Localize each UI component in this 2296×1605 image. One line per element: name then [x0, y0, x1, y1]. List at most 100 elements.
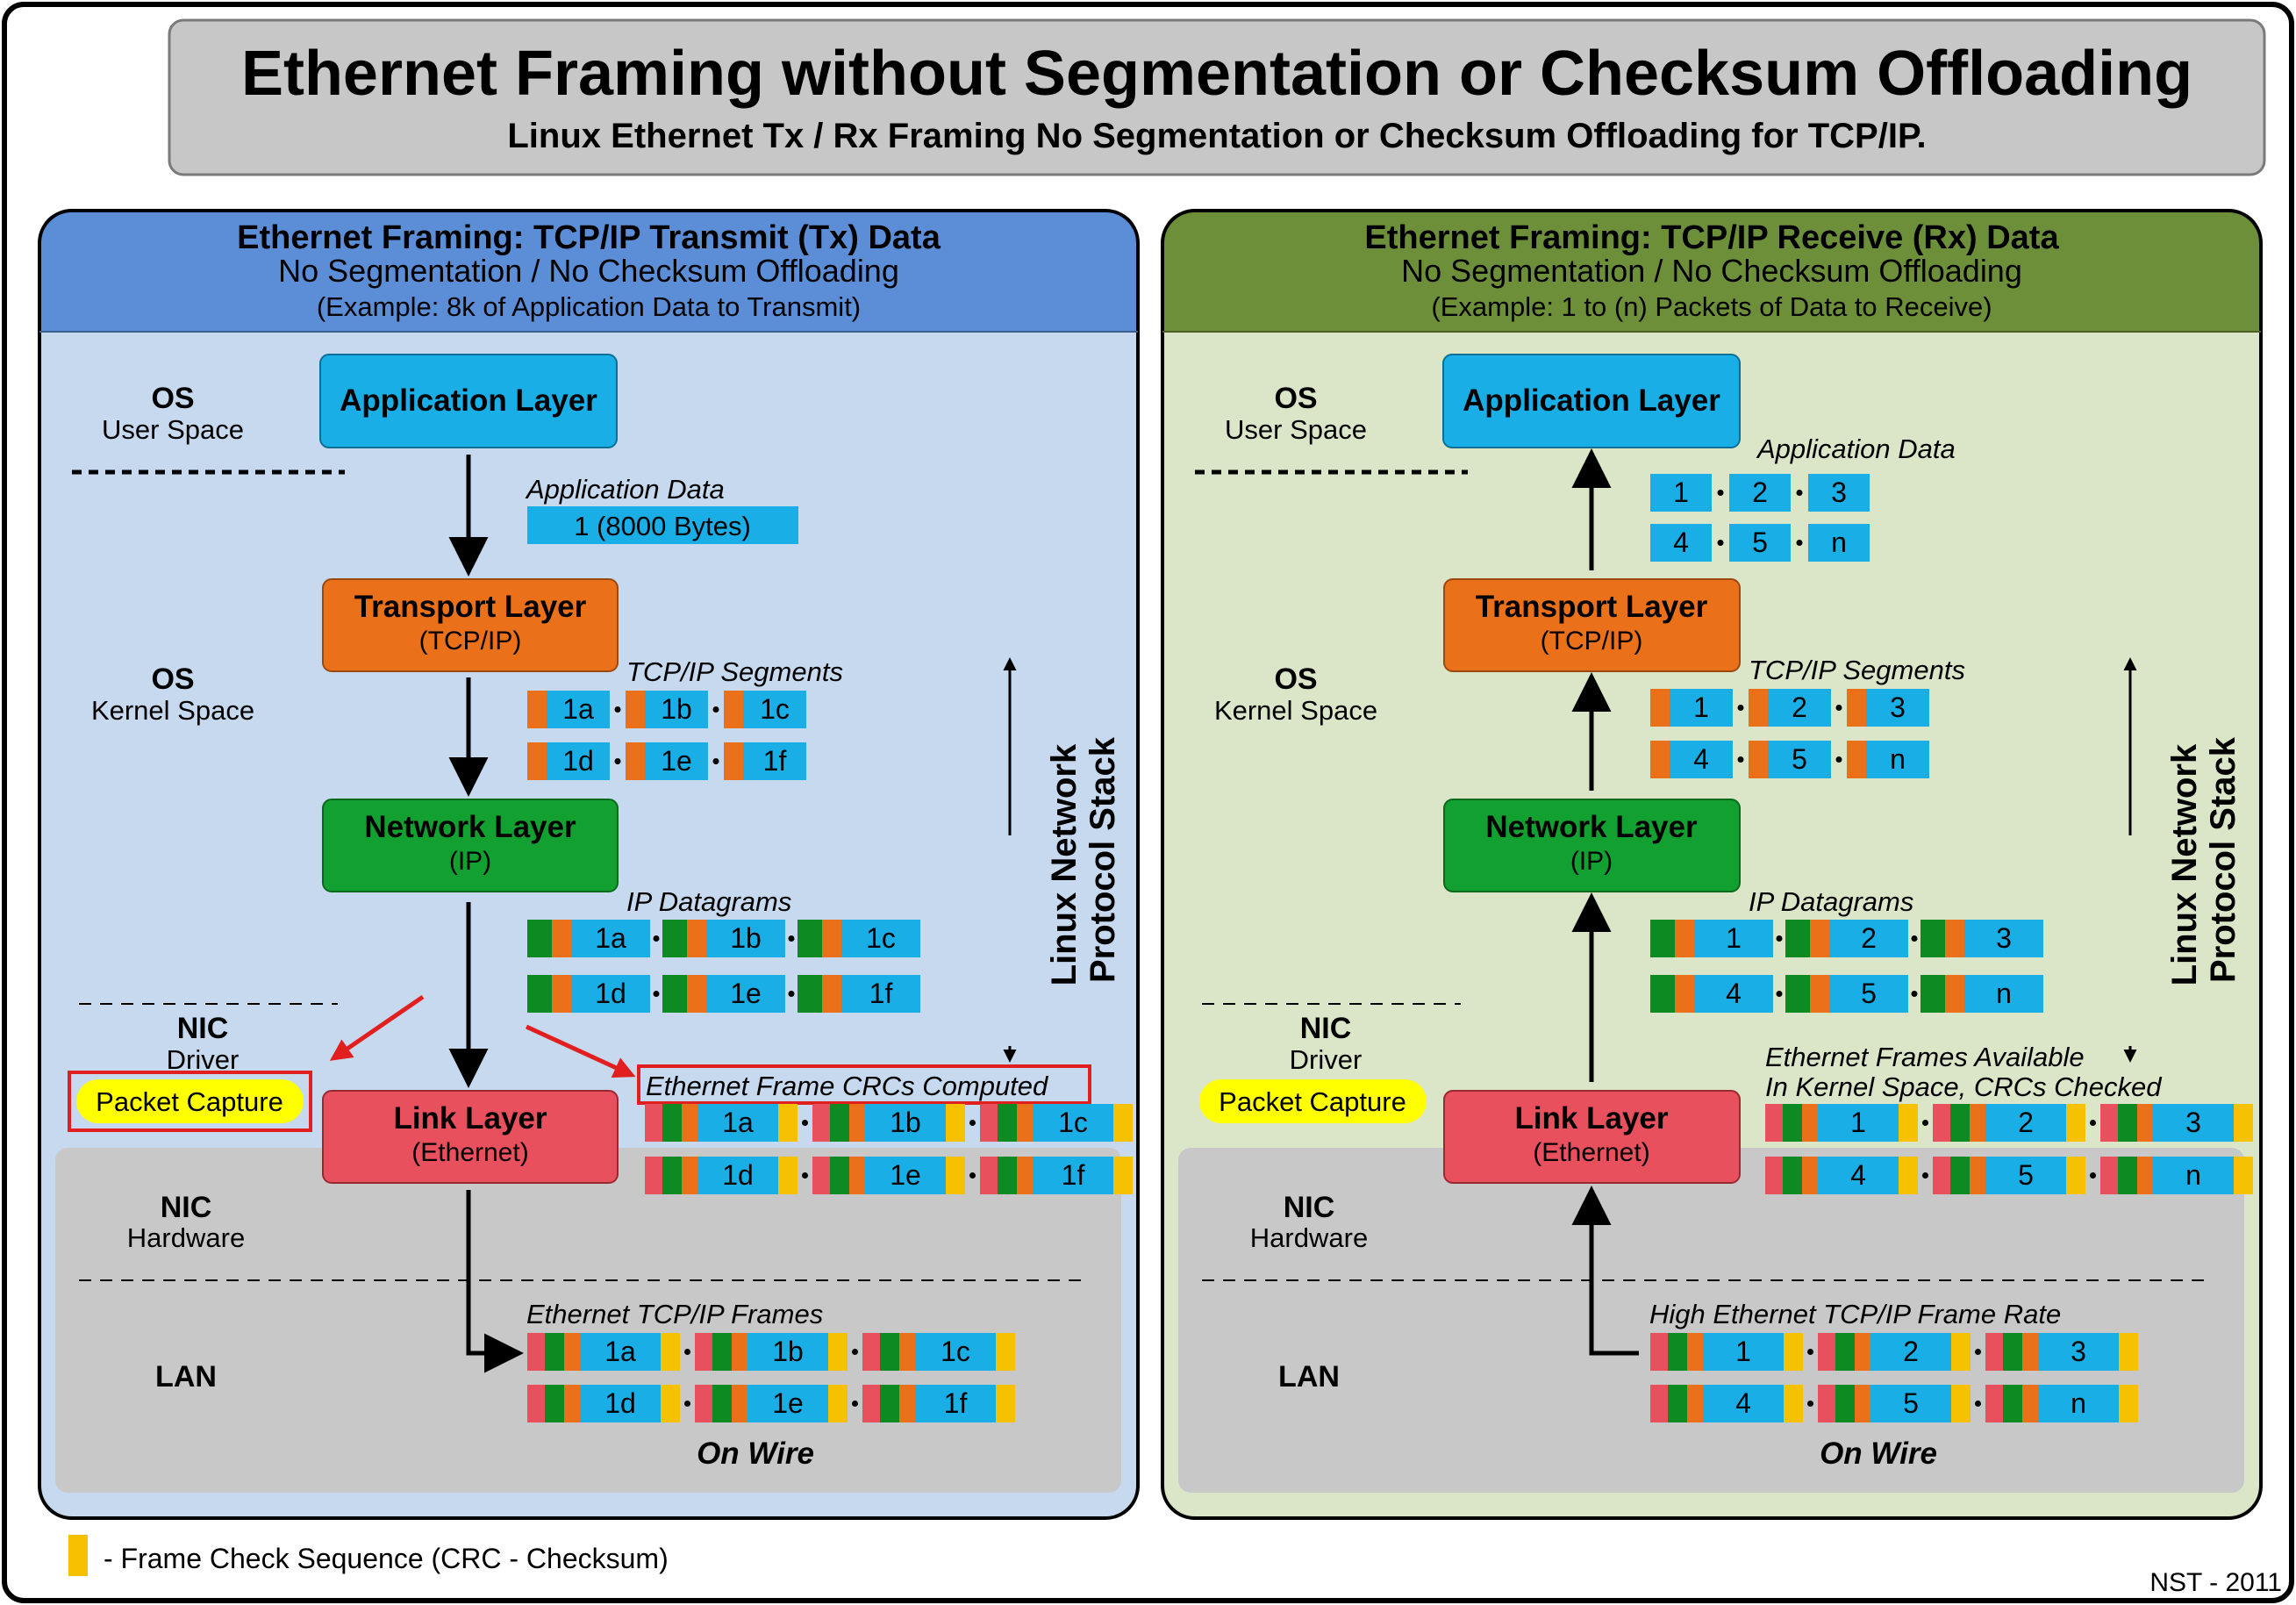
tx-wire-1d-fcs	[661, 1385, 680, 1422]
rx-frame-1-data	[1818, 1104, 1899, 1142]
rx-frame-1: 1	[1765, 1104, 1928, 1142]
rx-zone-nic-hw: NIC	[1284, 1191, 1335, 1224]
tx-arrow-link-wire	[466, 1190, 524, 1373]
tx-app-data-value: 1 (8000 Bytes)	[574, 511, 751, 541]
tx-segment-1f: 1f	[724, 742, 806, 780]
rx-zone-os-user-sub: User Space	[1225, 414, 1367, 445]
rx-datagram-n-network	[1920, 975, 1945, 1013]
rx-segment-5: 5	[1749, 741, 1842, 778]
tx-datagram-1d-network	[527, 975, 552, 1013]
rx-datagram-n-label: n	[1996, 978, 2012, 1009]
rx-header-sub2: (Example: 1 to (n) Packets of Data to Re…	[1431, 291, 1992, 322]
tx-wire-1c-transport	[899, 1333, 915, 1371]
footer-credit: NST - 2011	[2149, 1568, 2282, 1597]
tx-wire-1e-data	[747, 1385, 828, 1422]
rx-frame-2-link	[1933, 1104, 1950, 1142]
rx-dgram-label: IP Datagrams	[1749, 886, 1913, 917]
rx-datagram-1-label: 1	[1726, 922, 1742, 954]
tx-wire-1a-label: 1a	[604, 1336, 636, 1367]
tx-application-layer	[319, 354, 618, 448]
tx-segment-1e-transport	[626, 742, 645, 780]
tx-datagram-1f-data	[841, 975, 920, 1013]
tx-frames-label: Ethernet Frame CRCs Computed	[646, 1071, 1049, 1101]
rx-appdata-5-label: 5	[1752, 527, 1768, 558]
tx-frame-1e-fcs	[946, 1157, 965, 1194]
rx-frame-1-label: 1	[1850, 1107, 1866, 1138]
rx-network-layer	[1443, 799, 1741, 892]
rx-segment-4-label: 4	[1693, 743, 1709, 775]
rx-segment-3-label: 3	[1890, 691, 1906, 723]
tx-segment-1d-data	[547, 742, 610, 780]
rx-wire-2-data	[1870, 1333, 1951, 1371]
legend-text: - Frame Check Sequence (CRC - Checksum)	[104, 1543, 669, 1574]
tx-datagram-separator-dot	[653, 935, 660, 942]
rx-header-sub1: No Segmentation / No Checksum Offloading	[1401, 253, 2022, 289]
tx-datagram-1a-transport	[552, 920, 571, 957]
rx-frame-n-network	[2118, 1157, 2137, 1194]
rx-appdata-5-block	[1729, 524, 1791, 562]
tx-datagram-1e: 1e	[662, 975, 795, 1013]
rx-frame-1-fcs	[1899, 1104, 1918, 1142]
tx-frame-1e-data	[865, 1157, 946, 1194]
rx-frame-2-label: 2	[2018, 1107, 2034, 1138]
rx-network-layer-sub: (IP)	[1570, 847, 1613, 876]
tx-frame-1d-data	[697, 1157, 778, 1194]
tx-datagram-separator-dot	[788, 935, 795, 942]
tx-wire-label: Ethernet TCP/IP Frames	[526, 1299, 823, 1329]
rx-wire-1-label: 1	[1735, 1336, 1751, 1367]
rx-wire-2-link	[1818, 1333, 1835, 1371]
rx-frame-n-data	[2153, 1157, 2234, 1194]
tx-frame-1e-link	[812, 1157, 830, 1194]
tx-wire-separator-dot	[684, 1401, 690, 1407]
rx-segment-4-data	[1670, 741, 1733, 778]
tx-frame-1d-network	[662, 1157, 682, 1194]
rx-datagram-3-transport	[1945, 920, 1964, 957]
tx-frame-1f-label: 1f	[1062, 1159, 1085, 1191]
rx-wire-5-link	[1818, 1385, 1835, 1422]
tx-wire-1e-label: 1e	[772, 1387, 804, 1419]
rx-segment-n: n	[1847, 741, 1929, 778]
tx-frame-1a: 1a	[645, 1104, 808, 1142]
rx-segment-5-label: 5	[1792, 743, 1807, 775]
tx-wire-1b: 1b	[695, 1333, 858, 1371]
tx-dgram-label: IP Datagrams	[626, 886, 791, 917]
rx-link-layer	[1443, 1090, 1741, 1184]
rx-appdata-2: 2	[1729, 474, 1803, 512]
rx-wire-5: 5	[1818, 1385, 1981, 1422]
rx-wire-4-network	[1668, 1385, 1687, 1422]
tx-frame-1d-fcs	[778, 1157, 798, 1194]
rx-segment-1-label: 1	[1693, 691, 1709, 723]
tx-datagram-1e-data	[706, 975, 785, 1013]
tx-link-layer-label: Link Layer	[393, 1101, 547, 1136]
tx-wire-1c-network	[880, 1333, 899, 1371]
rx-frames-label-2: In Kernel Space, CRCs Checked	[1765, 1071, 2163, 1102]
rx-header-bg	[1162, 211, 2261, 332]
tx-app-data-label: Application Data	[525, 474, 725, 505]
tx-wire-1c-link	[862, 1333, 880, 1371]
tx-datagram-separator-dot	[653, 991, 660, 997]
tx-wire-1b-transport	[732, 1333, 747, 1371]
tx-transport-layer	[322, 578, 619, 672]
tx-datagram-1b-network	[662, 920, 687, 957]
rx-frame-5-label: 5	[2018, 1159, 2034, 1191]
tx-panel: Ethernet Framing: TCP/IP Transmit (Tx) D…	[38, 209, 1140, 1520]
rx-appdata-separator-dot	[1796, 490, 1803, 496]
rx-frame-n-transport	[2137, 1157, 2153, 1194]
rx-wire-3-fcs	[2119, 1333, 2138, 1371]
legend-fcs-swatch	[68, 1535, 88, 1576]
rx-appdata-4-label: 4	[1673, 527, 1689, 558]
rx-datagram-1: 1	[1650, 920, 1783, 957]
tx-segment-separator-dot	[614, 706, 621, 713]
rx-wire-4-label: 4	[1735, 1387, 1751, 1419]
tx-datagram-1e-transport	[687, 975, 706, 1013]
tx-frame-1d-link	[645, 1157, 662, 1194]
tx-wire-1c-fcs	[996, 1333, 1015, 1371]
rx-segment-2: 2	[1749, 689, 1842, 727]
tx-datagram-1f-network	[798, 975, 822, 1013]
tx-zone-lan: LAN	[155, 1360, 217, 1394]
rx-frame-2-transport	[1970, 1104, 1985, 1142]
tx-wire-1d-label: 1d	[604, 1387, 636, 1419]
rx-datagram-3-network	[1920, 920, 1945, 957]
rx-datagram-5-label: 5	[1861, 978, 1877, 1009]
